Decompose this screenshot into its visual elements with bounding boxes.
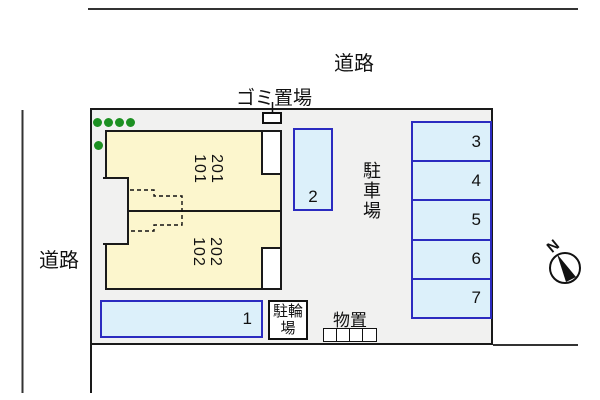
parking-space-4: 4 [413, 162, 490, 202]
storage-unit [362, 328, 377, 342]
unit-101: 101 [191, 154, 208, 184]
compass-needle [557, 254, 576, 282]
storage-shed-units [323, 328, 377, 342]
building-entrance-indent [103, 177, 129, 245]
tree-icon [125, 117, 135, 127]
unit-201: 201 [208, 154, 225, 184]
road-label-top: 道路 [334, 53, 374, 75]
parking-space-3: 3 [413, 123, 490, 163]
parking-space-number: 4 [471, 170, 481, 190]
garbage-station-box [262, 112, 282, 124]
parking-space-number: 1 [242, 309, 252, 328]
parking-space-number: 2 [308, 187, 318, 206]
unit-label-201-101: 201 101 [191, 154, 225, 184]
parking-space-number: 6 [471, 249, 481, 269]
unit-102: 102 [190, 237, 207, 267]
bicycle-parking-label: 駐輪場 [272, 303, 303, 337]
parking-space-7: 7 [413, 280, 490, 317]
compass-circle [549, 252, 581, 284]
building-stairwell-top [261, 132, 280, 175]
road-label-left: 道路 [39, 250, 79, 272]
tree-icon [93, 140, 103, 150]
unit-label-202-102: 202 102 [190, 237, 224, 267]
parking-space-number: 5 [471, 210, 481, 229]
building-stairwell-bottom [261, 247, 280, 288]
compass-north-letter: N [544, 236, 563, 256]
tree-icon [103, 117, 113, 127]
tree-icon [92, 117, 102, 127]
tree-icon [114, 117, 124, 127]
parking-space-number: 3 [471, 131, 481, 151]
parking-space-6: 6 [413, 241, 490, 280]
unit-202: 202 [207, 237, 224, 267]
parking-space-5: 5 [413, 201, 490, 241]
storage-label: 物置 [333, 311, 367, 330]
bicycle-parking-box: 駐輪場 [268, 300, 308, 340]
parking-column-3-7: 3 4 5 6 7 [411, 121, 492, 319]
parking-space-1: 1 [100, 300, 263, 338]
unit-divider-line [129, 210, 282, 212]
parking-area-label: 駐車場 [361, 161, 381, 221]
parking-space-2: 2 [293, 128, 333, 211]
north-compass-icon: N [544, 236, 581, 284]
garbage-station-label: ゴミ置場 [235, 88, 312, 109]
parking-space-number: 7 [471, 288, 481, 308]
